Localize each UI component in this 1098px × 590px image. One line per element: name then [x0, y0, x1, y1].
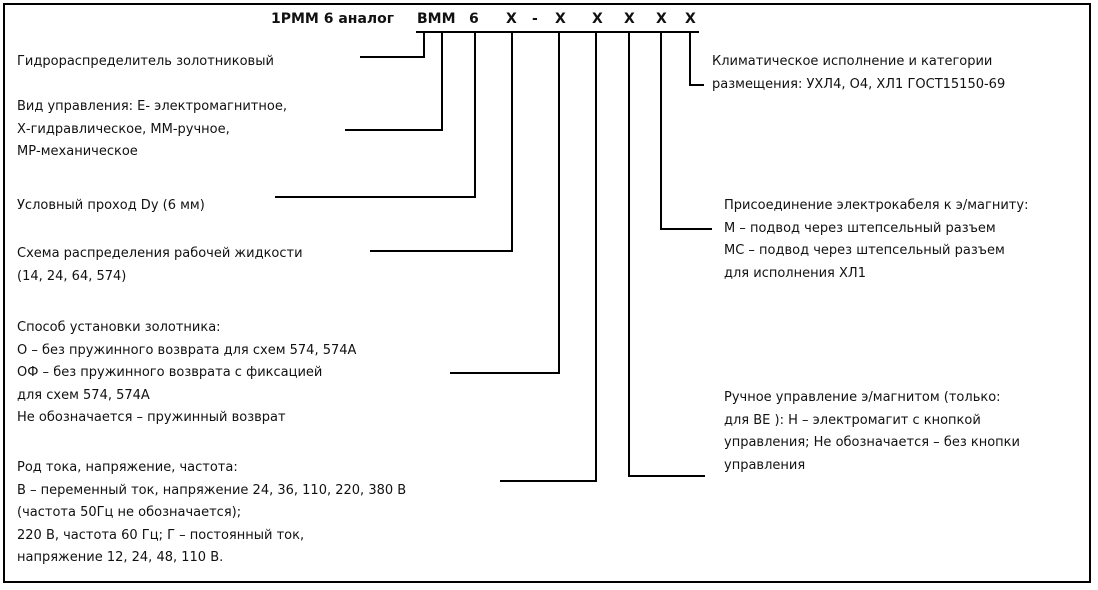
code-manual: Х — [624, 11, 635, 27]
analog-label: 1РММ 6 аналог — [271, 11, 395, 27]
leader-manual — [628, 32, 705, 477]
diagram-frame — [3, 3, 1091, 583]
leader-scheme — [370, 32, 513, 252]
code-climate: Х — [685, 11, 696, 27]
desc-cable: Присоединение электрокабеля к э/магниту:… — [724, 198, 1029, 281]
desc-manual: Ручное управление э/магнитом (только: дл… — [724, 390, 1020, 473]
code-spool: Х — [555, 11, 566, 27]
leader-valve — [360, 32, 425, 58]
leader-control — [345, 32, 443, 131]
code-bore: 6 — [469, 11, 479, 27]
code-scheme: Х — [506, 11, 517, 27]
desc-spool: Способ установки золотника: О – без пруж… — [17, 320, 357, 425]
desc-current: Род тока, напряжение, частота: В – перем… — [17, 460, 407, 565]
code-current: Х — [592, 11, 603, 27]
desc-bore: Условный проход Dy (6 мм) — [17, 198, 205, 213]
code-dash: - — [532, 11, 538, 27]
desc-control: Вид управления: Е- электромагнитное, Х-г… — [17, 99, 287, 159]
code-series: ВММ — [417, 11, 456, 27]
leader-cable — [660, 32, 712, 230]
code-cable: Х — [656, 11, 667, 27]
desc-scheme: Схема распределения рабочей жидкости (14… — [17, 246, 303, 284]
desc-climate: Климатическое исполнение и категории раз… — [712, 54, 1006, 92]
leader-current — [500, 32, 597, 482]
leader-spool — [450, 32, 560, 374]
leader-climate — [689, 32, 704, 86]
desc-valve: Гидрораспределитель золотниковый — [17, 54, 274, 69]
leader-bore — [275, 32, 476, 198]
